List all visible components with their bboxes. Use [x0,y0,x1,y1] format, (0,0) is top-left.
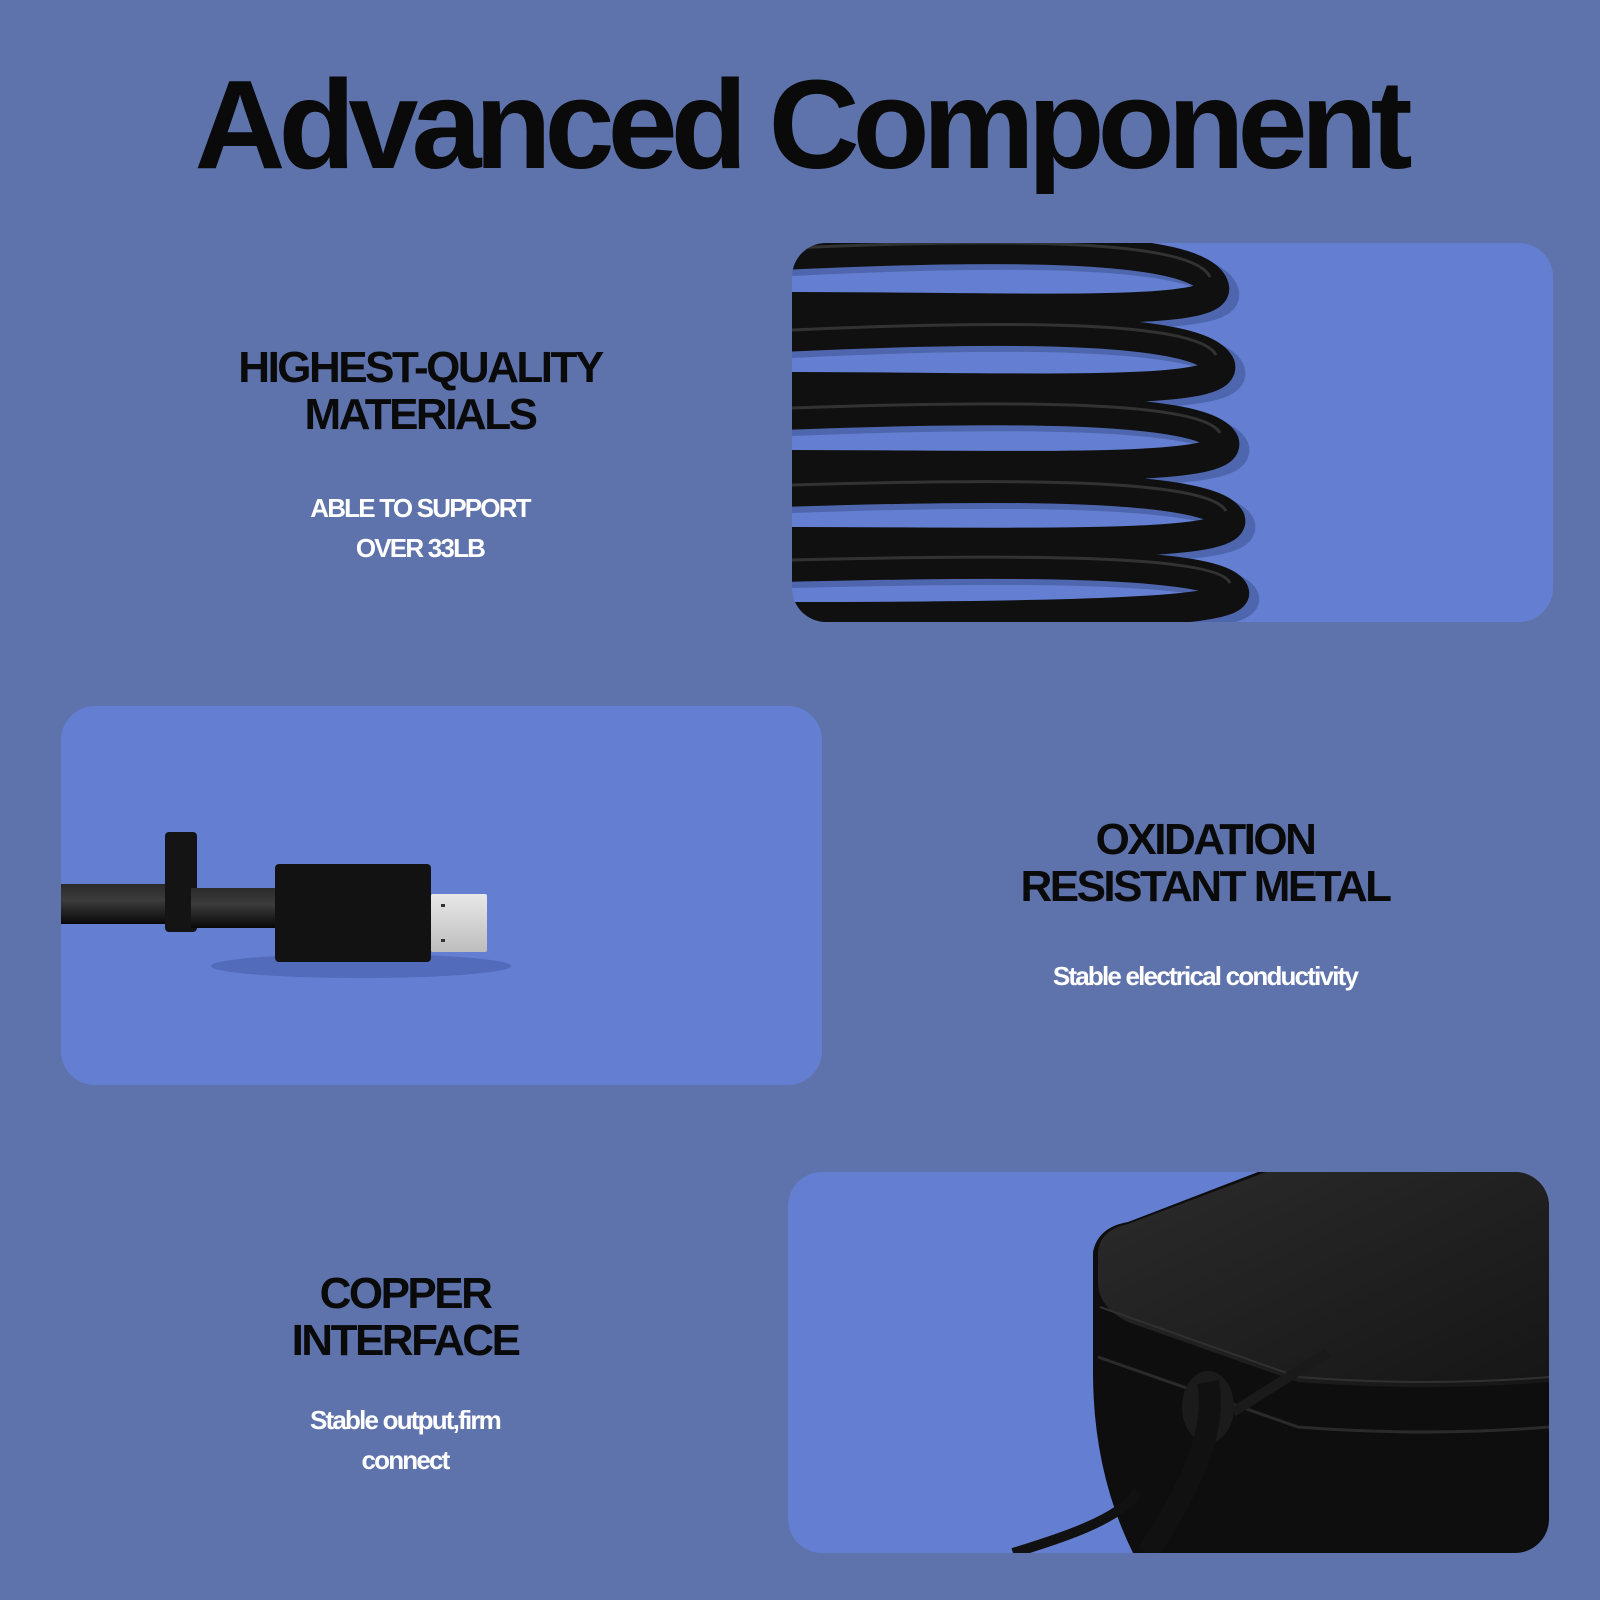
feature-subtext-line: ABLE TO SUPPORT [310,493,531,523]
feature-heading: COPPER INTERFACE [230,1270,580,1364]
feature-heading-line: MATERIALS [304,390,538,439]
micro-usb-connector-image [61,706,822,1085]
feature-heading: OXIDATION RESISTANT METAL [985,816,1425,910]
feature-subtext: Stable output,firm connect [230,1400,580,1480]
feature-subtext-line: connect [361,1445,450,1475]
power-adapter-image [788,1172,1549,1553]
feature-subtext: Stable electrical conductivity [985,956,1425,996]
feature-heading-line: RESISTANT METAL [1020,862,1392,911]
feature-heading-line: INTERFACE [291,1316,521,1365]
power-adapter-icon [1011,1172,1549,1553]
feature-subtext: ABLE TO SUPPORT OVER 33LB [190,488,650,568]
feature-oxidation: OXIDATION RESISTANT METAL Stable electri… [985,816,1425,996]
page-title: Advanced Component [194,54,1412,195]
feature-subtext-line: Stable output,firm [309,1405,502,1435]
feature-heading-line: OXIDATION [1095,815,1317,864]
feature-copper: COPPER INTERFACE Stable output,firm conn… [230,1270,580,1480]
micro-usb-icon [61,832,511,978]
feature-heading: HIGHEST-QUALITY MATERIALS [190,344,650,438]
coiled-cable-image [792,243,1553,622]
feature-subtext-line: OVER 33LB [355,533,486,563]
feature-heading-line: COPPER [319,1269,493,1318]
coiled-cable-icon [792,243,1259,622]
feature-subtext-line: Stable electrical conductivity [1052,961,1359,991]
feature-heading-line: HIGHEST-QUALITY [238,343,604,392]
feature-materials: HIGHEST-QUALITY MATERIALS ABLE TO SUPPOR… [190,344,650,568]
